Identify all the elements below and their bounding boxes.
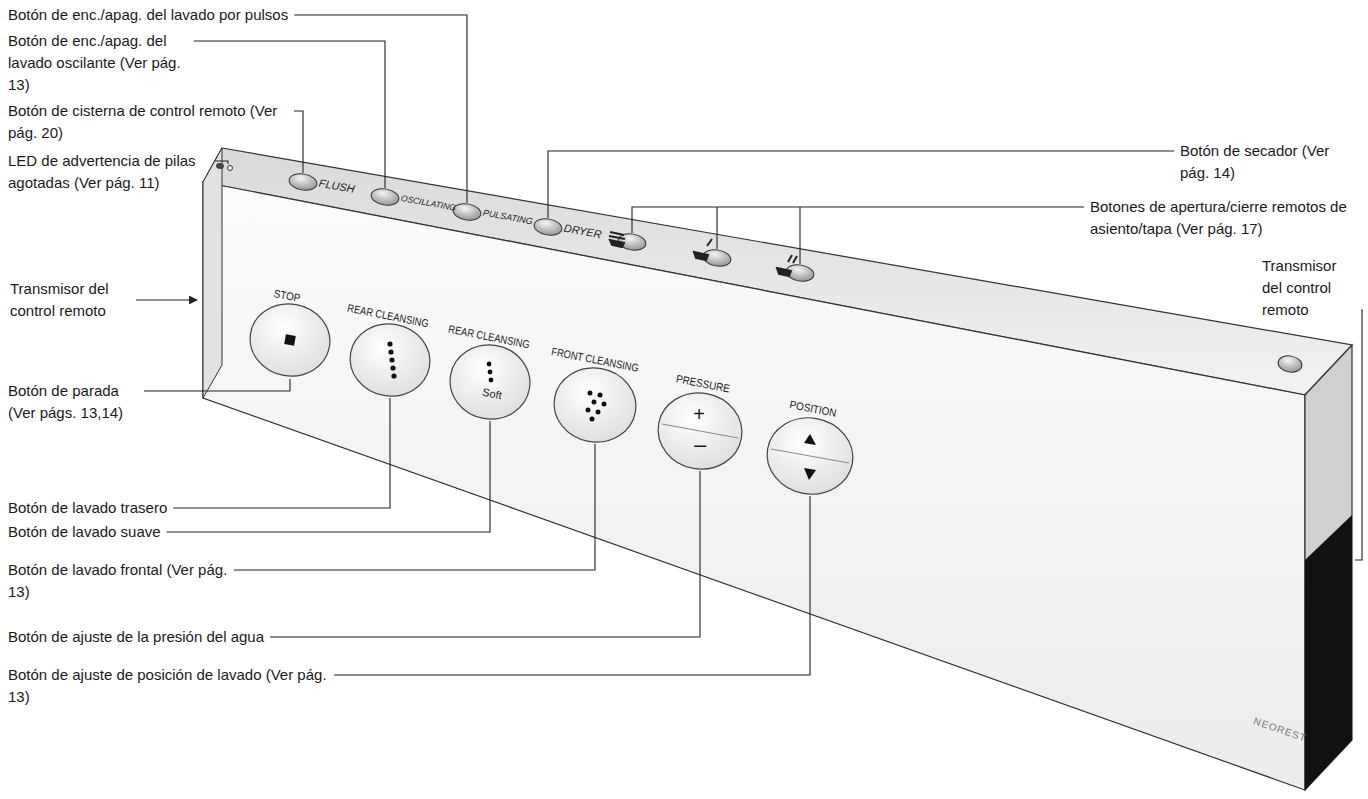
leader-line (234, 444, 595, 570)
panel-label: Soft (481, 387, 502, 402)
leader-line (632, 207, 1084, 233)
panel-label: FLUSH (318, 178, 355, 195)
battery-led (228, 166, 233, 171)
callout-label: Botón de lavado frontal (Ver pág. 13) (8, 559, 228, 603)
leader-line (173, 398, 390, 508)
panel-label: POSITION (789, 399, 838, 419)
callout-label: Botón de cisterna de control remoto (Ver… (8, 100, 288, 144)
leader-line (214, 161, 228, 164)
front-buttons (244, 298, 859, 501)
panel-label: OSCILLATING (400, 194, 456, 212)
panel-label: FRONT CLEANSING (550, 346, 639, 374)
panel-label: – (694, 434, 706, 456)
panel-label: STOP (273, 288, 301, 304)
panel-label: REAR CLEANSING (346, 303, 429, 330)
callout-label: LED de advertencia de pilas agotadas (Ve… (8, 150, 208, 194)
position-up-arrow (804, 434, 816, 445)
leader-line (799, 207, 800, 264)
leader-line (294, 111, 303, 173)
remote-left-face (203, 148, 222, 398)
callout-label: Botón de lavado suave (8, 521, 161, 543)
stop-symbol (284, 334, 296, 346)
position-down-arrow (804, 468, 816, 480)
callout-label: Botón de enc./apag. del lavado por pulso… (8, 4, 288, 26)
battery-led-icon (216, 162, 225, 169)
callout-label: Transmisor del control remoto (10, 278, 130, 322)
panel-label: DRYER (563, 223, 602, 241)
leader-line (334, 496, 810, 675)
soft-dots (487, 362, 494, 383)
leader-line (270, 471, 700, 637)
callout-label: Botón de ajuste de la presión del agua (8, 626, 264, 648)
callout-label: Transmisor del control remoto (1262, 255, 1357, 321)
remote-end-face (1305, 345, 1352, 790)
leader-line (548, 151, 1174, 218)
leader-line (1355, 310, 1363, 560)
panel-label: PRESSURE (675, 373, 731, 394)
panel-label: + (693, 404, 705, 424)
transmitter-window (1305, 515, 1352, 790)
callout-label: Botón de parada (Ver págs. 13,14) (8, 380, 138, 424)
callout-label: Botón de ajuste de posición de lavado (V… (8, 664, 328, 708)
panel-label: PULSATING (482, 209, 533, 227)
leader-line (167, 421, 490, 532)
leader-line (136, 299, 197, 300)
leader-line (144, 379, 290, 391)
callout-label: Botón de enc./apag. del lavado oscilante… (8, 30, 188, 96)
seat-lid-icons (609, 232, 797, 276)
callout-label: Botones de apertura/cierre remotos de as… (1090, 196, 1360, 240)
leader-line (716, 207, 717, 249)
front-dots (586, 391, 607, 422)
brand-label: NEOREST (1252, 716, 1308, 743)
remote-front-face (203, 182, 1305, 790)
callout-label: Botón de secador (Ver pág. 14) (1180, 140, 1330, 184)
position-divider (771, 449, 849, 463)
leader-line (294, 15, 467, 203)
rear-dots (387, 341, 396, 378)
panel-label: REAR CLEANSING (447, 324, 530, 351)
callout-label: Botón de lavado trasero (8, 497, 167, 519)
